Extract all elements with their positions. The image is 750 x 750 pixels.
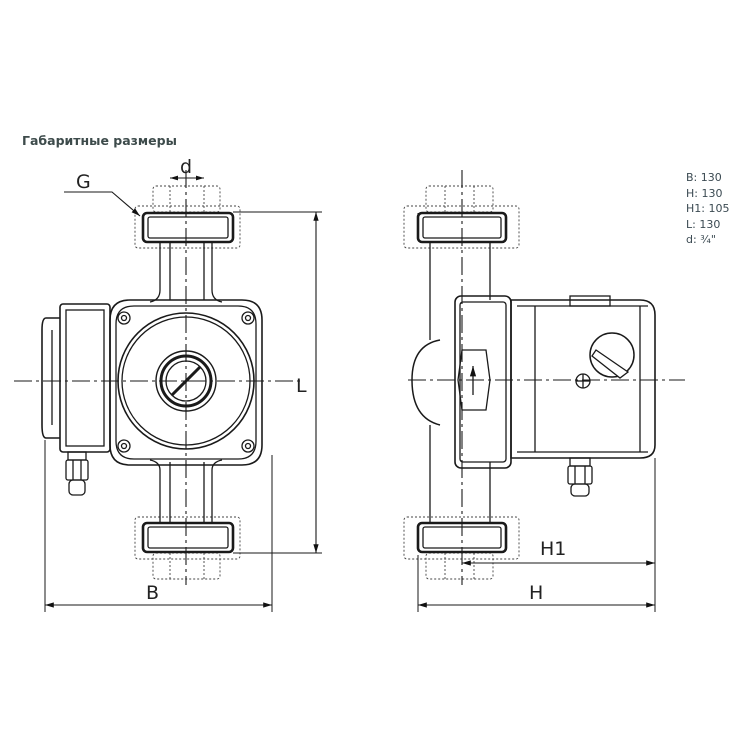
spec-b: B: 130	[686, 171, 722, 184]
label-g: G	[76, 171, 91, 193]
spec-h1: H1: 105	[686, 202, 730, 216]
label-h1: H1	[540, 538, 566, 560]
dimension-specs: B: 130 H: 130 H1: 105 L: 130 d: ¾"	[686, 170, 729, 248]
screw-icons	[117, 311, 255, 453]
label-h: H	[529, 582, 543, 604]
label-b: B	[146, 582, 159, 604]
section-title: Габаритные размеры	[22, 133, 177, 148]
label-d: d	[180, 156, 192, 178]
spec-l: L: 130	[686, 217, 721, 231]
spec-h: H: 130	[686, 186, 723, 200]
label-l: L	[296, 375, 307, 397]
spec-d: d: ¾"	[686, 233, 716, 247]
front-view	[14, 170, 322, 612]
side-view	[300, 170, 685, 612]
